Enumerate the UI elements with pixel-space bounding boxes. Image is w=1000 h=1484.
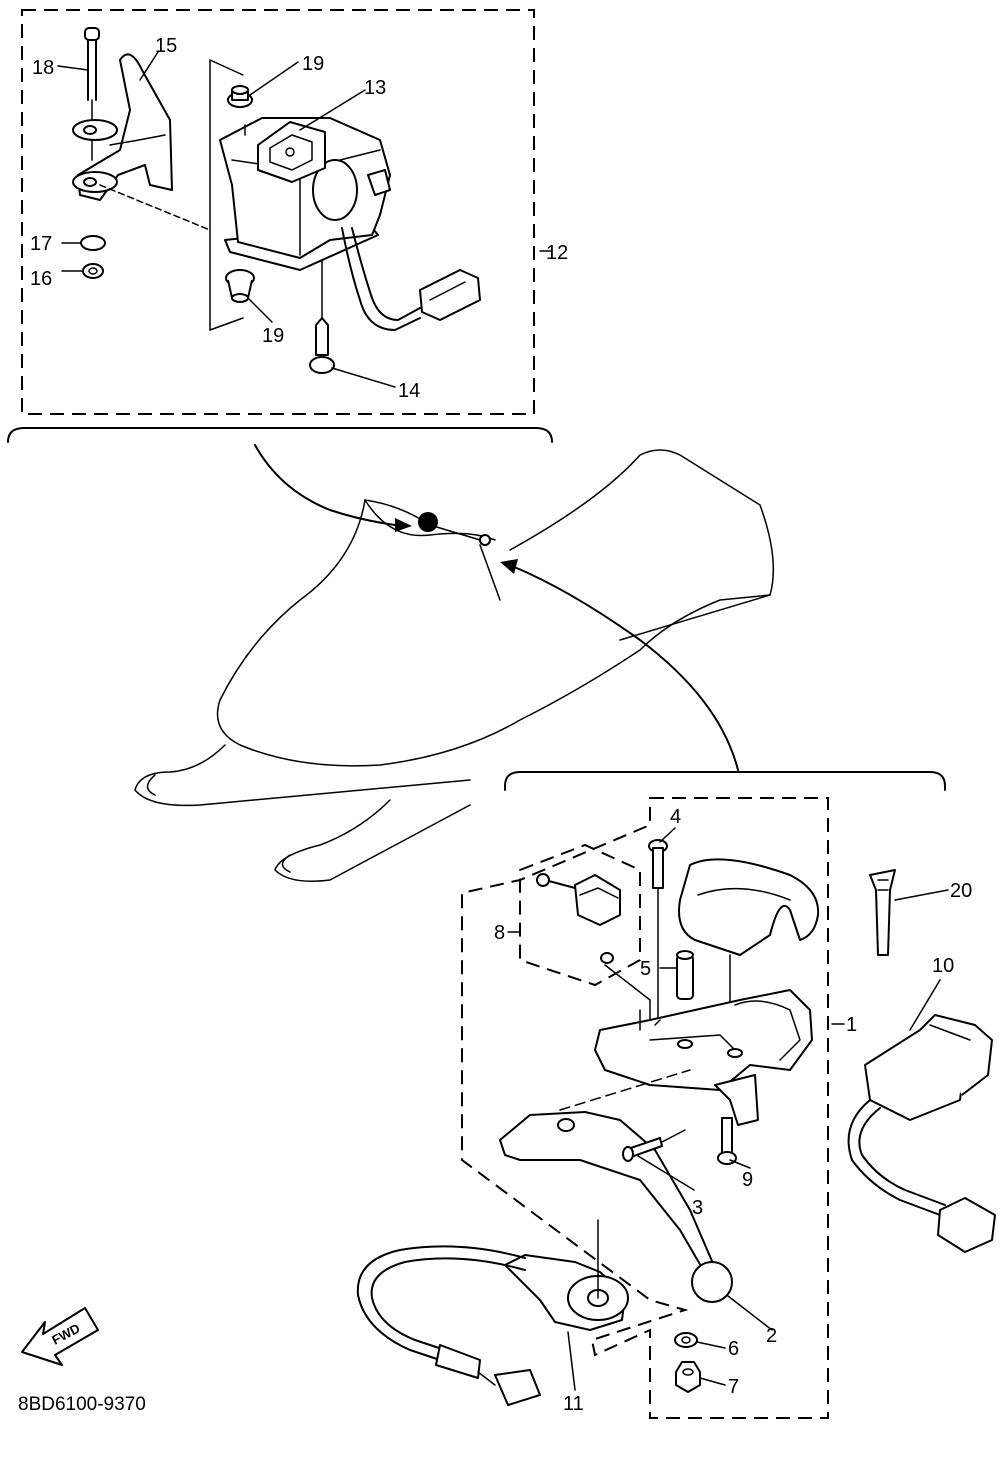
- throttle-mount-point: [418, 512, 438, 532]
- nut-7: [675, 1361, 701, 1393]
- callout-7: 7: [728, 1376, 739, 1398]
- callout-9: 9: [742, 1169, 753, 1191]
- brake-lever-2: [499, 1069, 733, 1303]
- callout-10: 10: [932, 955, 954, 977]
- housing-cable: [341, 227, 481, 331]
- brake-mount-point: [479, 534, 491, 546]
- switch-11: [356, 1219, 629, 1406]
- inset-brake-lever: [356, 771, 996, 1419]
- screw-3: [622, 1129, 686, 1162]
- switch-10: [847, 1014, 996, 1253]
- callout-4: 4: [670, 806, 681, 828]
- callout-19-top: 19: [302, 53, 324, 75]
- inset-dashed-border: [21, 9, 535, 415]
- callout-8: 8: [494, 922, 505, 944]
- callout-3: 3: [692, 1197, 703, 1219]
- washer-17: [80, 235, 106, 251]
- screw-14: [309, 259, 335, 374]
- cable-tie-20: [869, 869, 896, 956]
- inset-throttle-housing: [7, 9, 553, 443]
- callout-12: 12: [546, 242, 568, 264]
- bolt-18-drawing: [84, 27, 100, 161]
- lever-bracket-1: [594, 989, 813, 1126]
- inset-bracket: [7, 427, 553, 443]
- callout-2: 2: [766, 1325, 777, 1347]
- callout-5: 5: [640, 958, 651, 980]
- diagram-code: 8BD6100-9370: [18, 1394, 146, 1415]
- callout-20: 20: [950, 880, 972, 902]
- callout-13: 13: [364, 77, 386, 99]
- grommet-19-bottom: [225, 269, 255, 303]
- throttle-housing-13: [219, 117, 391, 271]
- washer-6: [674, 1332, 698, 1348]
- bolt-4: [648, 839, 668, 1021]
- snowmobile-overview: [134, 444, 775, 882]
- callout-15: 15: [155, 35, 177, 57]
- callout-1: 1: [846, 1014, 857, 1036]
- callout-19-bottom: 19: [262, 325, 284, 347]
- lever-cover: [678, 858, 820, 1051]
- clamp-15-drawing: [72, 53, 173, 201]
- callout-11: 11: [563, 1393, 584, 1415]
- forward-arrow-icon: FWD: [21, 1307, 99, 1366]
- lock-washer-16: [82, 263, 104, 279]
- callout-14: 14: [398, 380, 420, 402]
- callout-6: 6: [728, 1338, 739, 1360]
- grommet-19-top: [227, 85, 253, 108]
- callout-16: 16: [30, 268, 52, 290]
- callout-17: 17: [30, 233, 52, 255]
- switch-8: [536, 873, 651, 1021]
- screw-9: [717, 1117, 737, 1165]
- collar-5: [676, 950, 694, 1000]
- callout-18: 18: [32, 57, 54, 79]
- lower-bracket: [504, 771, 946, 791]
